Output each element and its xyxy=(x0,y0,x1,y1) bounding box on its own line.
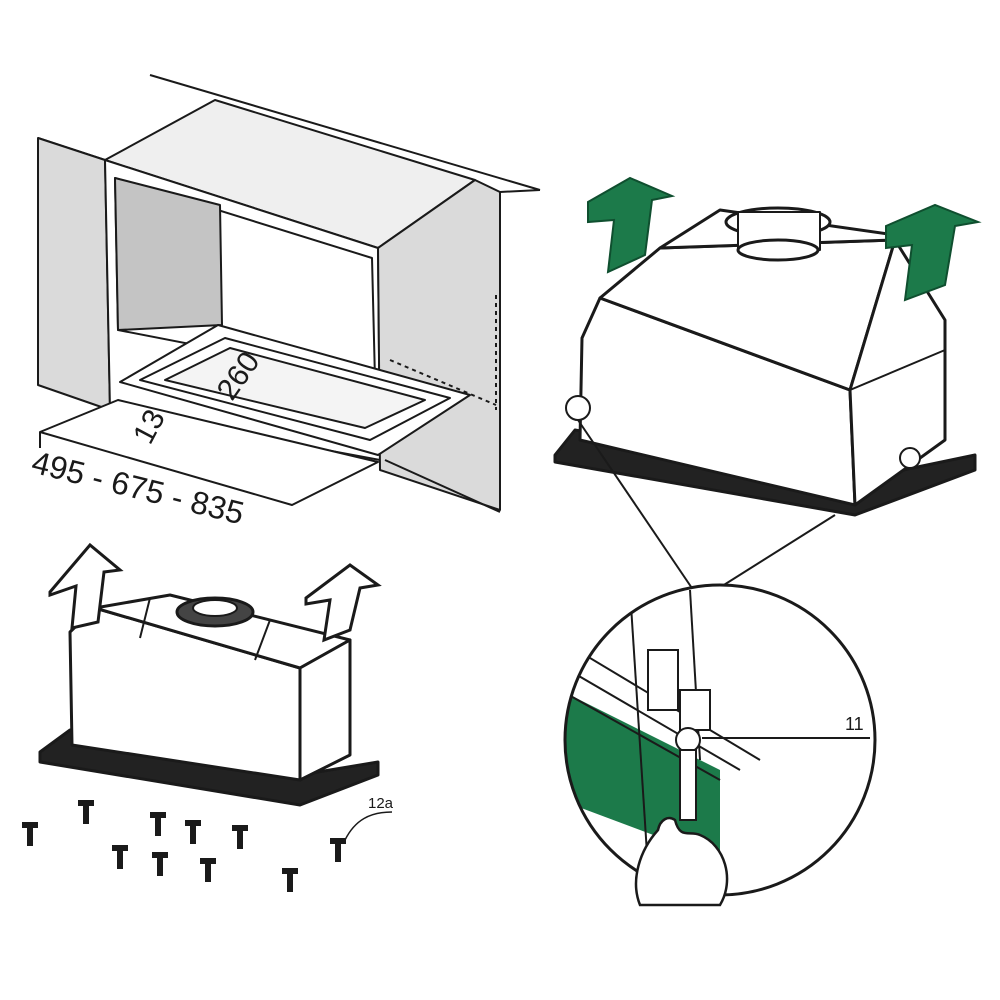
screw-icon xyxy=(282,868,298,892)
screws-group xyxy=(22,800,346,892)
screw-icon xyxy=(232,825,248,849)
screw-icon xyxy=(150,812,166,836)
arrow-up-icon xyxy=(885,203,982,302)
arrow-up-icon xyxy=(48,542,124,630)
screw-icon xyxy=(200,858,216,882)
screw-icon xyxy=(152,852,168,876)
clip-detail-zoom xyxy=(563,583,877,907)
hand-icon xyxy=(634,816,729,907)
ring-icon xyxy=(899,447,921,469)
screw-icon xyxy=(78,800,94,824)
clip-reference-label: 11 xyxy=(845,714,864,734)
arrow-up-icon xyxy=(587,176,676,274)
screw-icon xyxy=(330,838,346,862)
ring-icon xyxy=(565,395,591,421)
screw-icon xyxy=(112,845,128,869)
hood-lift-illustration xyxy=(553,206,977,517)
screws-leader-line xyxy=(344,811,393,841)
screws-reference-label: 12a xyxy=(368,795,394,812)
screw-icon xyxy=(185,820,201,844)
screw-icon xyxy=(22,822,38,846)
cabinet-cutout-illustration xyxy=(37,74,541,513)
arrow-up-icon xyxy=(304,563,382,643)
